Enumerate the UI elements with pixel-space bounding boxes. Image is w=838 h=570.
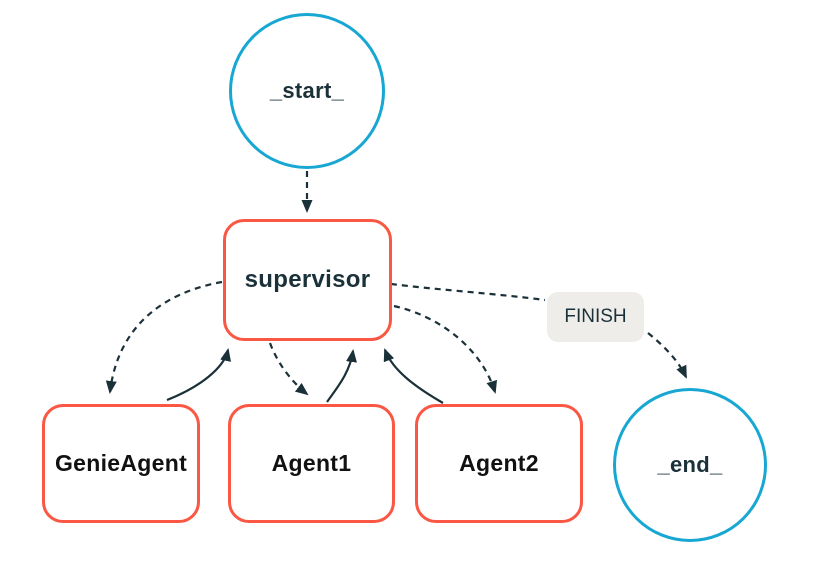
edge-genieagent-supervisor (166, 348, 231, 402)
node-agent1-label: Agent1 (271, 450, 352, 476)
edge-finish-end (647, 332, 687, 379)
node-agent1: Agent1 (228, 404, 395, 523)
node-end-label: _end_ (657, 452, 723, 477)
node-supervisor-label: supervisor (244, 266, 371, 293)
node-genieagent: GenieAgent (42, 404, 200, 523)
node-genieagent-label: GenieAgent (54, 450, 188, 476)
edge-supervisor-agent1 (268, 342, 309, 396)
node-end: _end_ (613, 388, 767, 542)
node-agent2: Agent2 (415, 404, 583, 523)
edge-agent2-supervisor (383, 348, 444, 404)
node-supervisor: supervisor (223, 219, 392, 341)
edge-agent1-supervisor (326, 349, 357, 403)
edge-label-finish: FINISH (547, 292, 644, 342)
edge-supervisor-genieagent (105, 280, 223, 394)
node-start-label: _start_ (269, 78, 345, 103)
edge-supervisor-agent2 (393, 304, 497, 394)
node-start: _start_ (229, 13, 385, 169)
edge-supervisor-finish (390, 282, 546, 302)
node-agent2-label: Agent2 (459, 450, 539, 476)
